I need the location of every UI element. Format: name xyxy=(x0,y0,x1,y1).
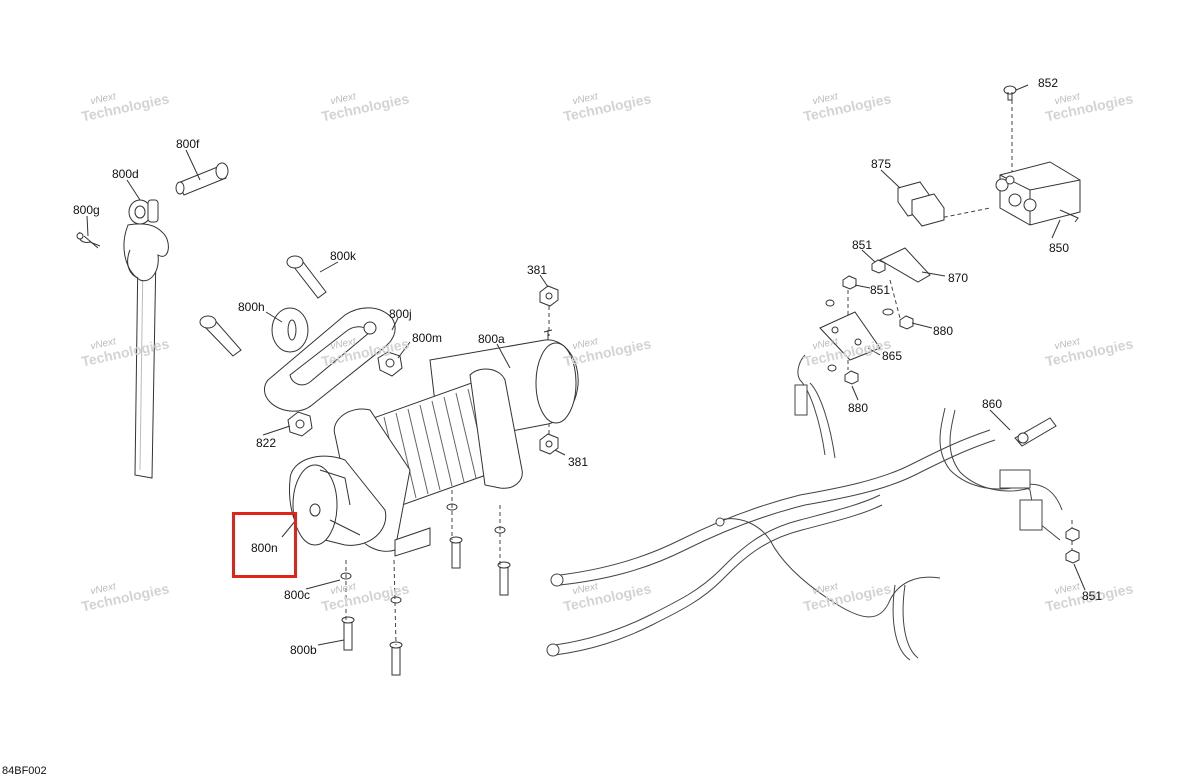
nut-822 xyxy=(288,412,312,436)
mounting-bolts xyxy=(341,504,510,675)
callout-880-b[interactable]: 880 xyxy=(848,401,869,415)
callout-381-top[interactable]: 381 xyxy=(527,263,548,277)
nut-381-bottom xyxy=(540,434,558,454)
clevis-pin-800f xyxy=(176,163,228,195)
callout-381-bottom[interactable]: 381 xyxy=(568,455,589,469)
callout-850[interactable]: 850 xyxy=(1049,241,1070,255)
bolt-800h-left xyxy=(200,316,241,356)
highlight-box-800n xyxy=(232,512,297,578)
callout-800b[interactable]: 800b xyxy=(290,643,317,657)
nuts-851-880 xyxy=(826,260,1079,563)
callout-800g[interactable]: 800g xyxy=(73,203,100,217)
leader-lines xyxy=(87,85,1085,645)
callout-800d[interactable]: 800d xyxy=(112,167,139,181)
callout-800a[interactable]: 800a xyxy=(478,332,505,346)
fairlead-plate-800j xyxy=(264,308,395,411)
winch-800a xyxy=(290,330,579,556)
bracket-865 xyxy=(820,312,880,360)
winch-strap-hook xyxy=(124,200,168,478)
contactor-850 xyxy=(996,162,1080,225)
callout-800n[interactable]: 800n xyxy=(251,541,278,555)
callout-851-c[interactable]: 851 xyxy=(1082,589,1103,603)
diagram-code: 84BF002 xyxy=(2,765,47,777)
bracket-870 xyxy=(880,248,930,282)
washer-800h xyxy=(272,308,308,352)
bolt-800k xyxy=(287,256,326,298)
clamp-860 xyxy=(1015,418,1056,446)
callout-875[interactable]: 875 xyxy=(871,157,892,171)
callout-870[interactable]: 870 xyxy=(948,271,969,285)
callout-800h[interactable]: 800h xyxy=(238,300,265,314)
callout-800f[interactable]: 800f xyxy=(176,137,200,151)
callout-851-b[interactable]: 851 xyxy=(870,283,891,297)
callout-852[interactable]: 852 xyxy=(1038,76,1059,90)
callout-865[interactable]: 865 xyxy=(882,349,903,363)
alignment-lines xyxy=(346,100,1072,645)
callout-851-a[interactable]: 851 xyxy=(852,238,873,252)
nut-381-top xyxy=(540,286,558,306)
screw-852 xyxy=(1004,86,1016,100)
callout-822[interactable]: 822 xyxy=(256,436,277,450)
callout-800m[interactable]: 800m xyxy=(412,331,443,345)
wiring-harness xyxy=(547,355,1062,660)
callout-860[interactable]: 860 xyxy=(982,397,1003,411)
callout-800c[interactable]: 800c xyxy=(284,588,311,602)
callout-800j[interactable]: 800j xyxy=(389,307,412,321)
cotter-pin-800g xyxy=(77,232,100,248)
relay-875 xyxy=(898,182,944,226)
nut-800m xyxy=(378,352,402,376)
callout-880-a[interactable]: 880 xyxy=(933,324,954,338)
callout-800k[interactable]: 800k xyxy=(330,249,357,263)
